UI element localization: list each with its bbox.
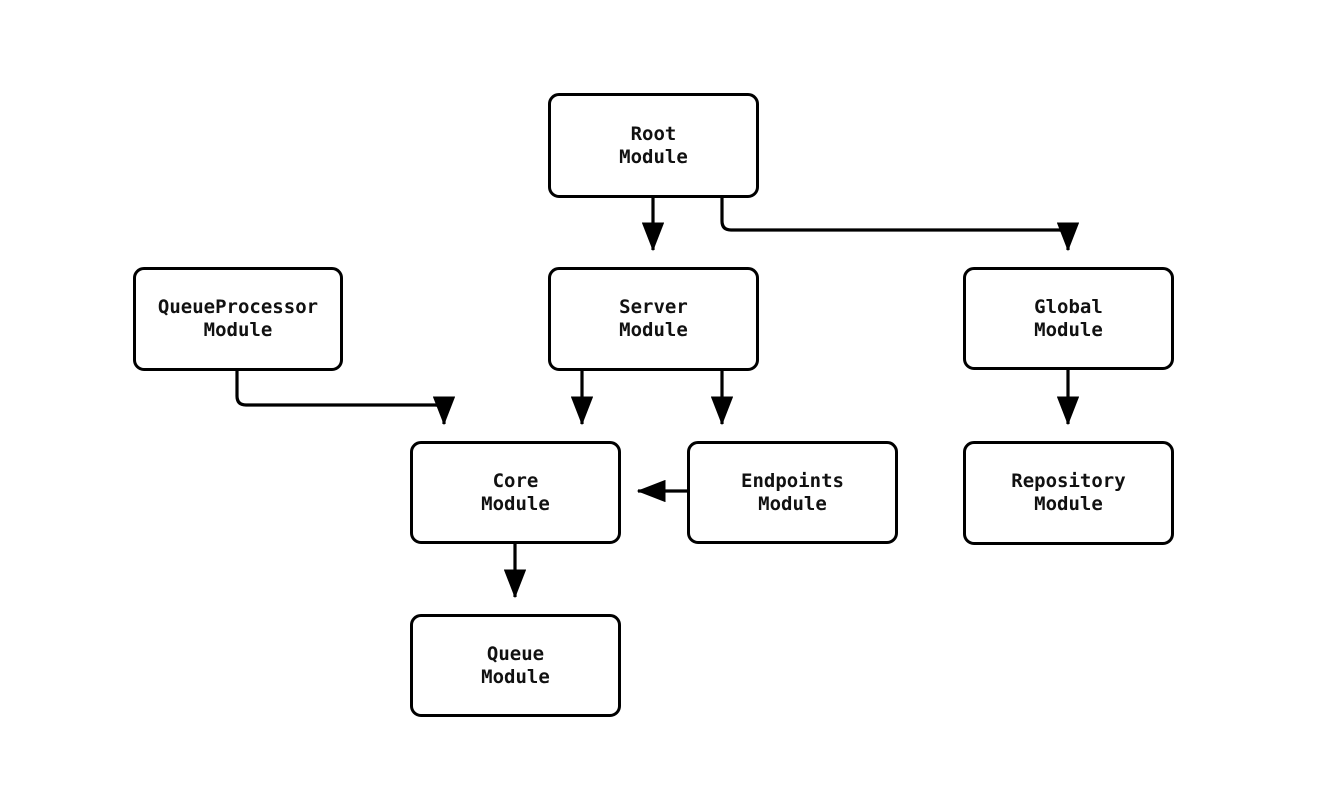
node-queue-module-line1: Queue [486, 642, 545, 665]
edge-queueprocessor-to-core [235, 371, 456, 426]
node-endpoints-module-line1: Endpoints [741, 469, 844, 492]
node-root-module-line2: Module [619, 145, 688, 168]
node-core-module-line1: Core [492, 469, 539, 492]
node-server-module-line1: Server [619, 296, 688, 318]
node-global-module[interactable]: Global Module [963, 267, 1174, 370]
node-server-module[interactable]: Server Module [548, 267, 759, 371]
node-server-module-line2: Module [619, 319, 688, 341]
node-queue-module[interactable]: Queue Module [410, 614, 621, 717]
node-endpoints-module[interactable]: Endpoints Module [687, 441, 898, 544]
node-repository-module-line2: Module [1034, 493, 1103, 515]
edge-root-to-global [720, 198, 1080, 252]
node-endpoints-module-line2: Module [758, 492, 827, 515]
node-repository-module-line1: Repository [1011, 470, 1126, 492]
node-queueprocessor-module-line2: Module [203, 319, 273, 341]
node-queueprocessor-module[interactable]: QueueProcessor Module [133, 267, 343, 371]
node-global-module-line1: Global [1034, 295, 1103, 318]
node-core-module[interactable]: Core Module [410, 441, 621, 544]
node-queueprocessor-module-line1: QueueProcessor [157, 296, 319, 318]
node-queue-module-line2: Module [481, 665, 550, 688]
node-root-module[interactable]: Root Module [548, 93, 759, 198]
node-global-module-line2: Module [1034, 318, 1103, 341]
node-repository-module[interactable]: Repository Module [963, 441, 1174, 545]
node-root-module-line1: Root [630, 122, 677, 145]
node-core-module-line2: Module [481, 492, 550, 515]
